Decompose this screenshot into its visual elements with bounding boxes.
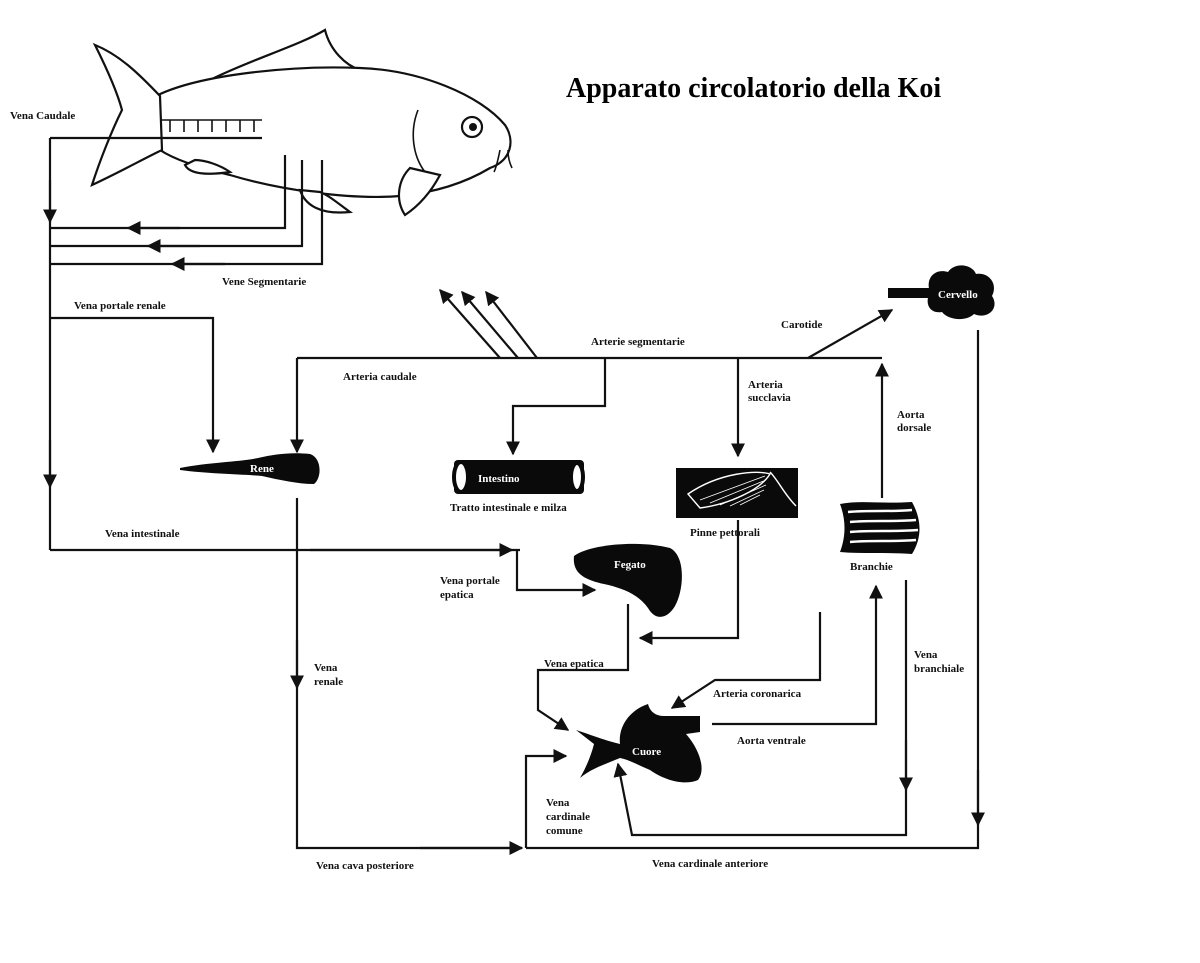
cuore-label: Cuore (632, 746, 661, 758)
venous-return-lines (290, 330, 985, 855)
arteria-succlavia-label-2: succlavia (748, 392, 791, 404)
rene-label: Rene (250, 463, 274, 475)
branchie-organ: Branchie (840, 502, 920, 573)
vena-branchiale-label-2: branchiale (914, 663, 964, 675)
vena-portale-renale-label: Vena portale renale (74, 300, 166, 312)
vena-cardinale-anteriore-label: Vena cardinale anteriore (652, 858, 768, 870)
pinne-pettorali-organ: Pinne pettorali (676, 468, 798, 539)
vena-portale-epatica-label-2: epatica (440, 589, 474, 601)
vena-cardinale-comune-label-1: Vena (546, 797, 570, 809)
vena-intestinale-label: Vena intestinale (105, 528, 180, 540)
cuore-organ: Cuore (576, 704, 702, 783)
intestino-caption: Tratto intestinale e milza (450, 502, 567, 514)
arteria-succlavia-label-1: Arteria (748, 379, 783, 391)
caudal-venous-lines (43, 136, 520, 557)
pinne-pettorali-label: Pinne pettorali (690, 527, 760, 539)
aorta-ventrale-label: Aorta ventrale (737, 735, 806, 747)
vena-branchiale-label-1: Vena (914, 649, 938, 661)
branchie-label: Branchie (850, 561, 893, 573)
cervello-label: Cervello (938, 289, 978, 301)
vena-renale-label-2: renale (314, 676, 343, 688)
arterial-lines (290, 288, 894, 498)
vena-portale-epatica-label-1: Vena portale (440, 575, 500, 587)
arteria-caudale-label: Arteria caudale (343, 371, 417, 383)
vena-epatica-label: Vena epatica (544, 658, 604, 670)
vena-cardinale-comune-label-3: comune (546, 825, 583, 837)
fegato-organ: Fegato (573, 543, 682, 617)
koi-fish-illustration (90, 28, 513, 217)
rene-organ: Rene (180, 453, 320, 484)
aorta-dorsale-label-2: dorsale (897, 422, 931, 434)
intestino-label: Intestino (478, 473, 520, 485)
aorta-dorsale-label-1: Aorta (897, 409, 925, 421)
vena-cava-posteriore-label: Vena cava posteriore (316, 860, 414, 872)
arterie-segmentarie-label: Arterie segmentarie (591, 336, 685, 348)
diagram-title: Apparato circolatorio della Koi (566, 73, 941, 104)
cervello-organ: Cervello (888, 265, 995, 320)
vessel-labels: Vena Caudale Vene Segmentarie Vena porta… (10, 110, 964, 872)
intestino-organ: Intestino Tratto intestinale e milza (450, 460, 585, 514)
fegato-label: Fegato (614, 559, 646, 571)
arteria-coronarica-label: Arteria coronarica (713, 688, 802, 700)
vena-renale-label-1: Vena (314, 662, 338, 674)
vene-segmentarie-label: Vene Segmentarie (222, 276, 306, 288)
vena-caudale-label: Vena Caudale (10, 110, 75, 122)
carotide-label: Carotide (781, 319, 822, 331)
vena-cardinale-comune-label-2: cardinale (546, 811, 590, 823)
